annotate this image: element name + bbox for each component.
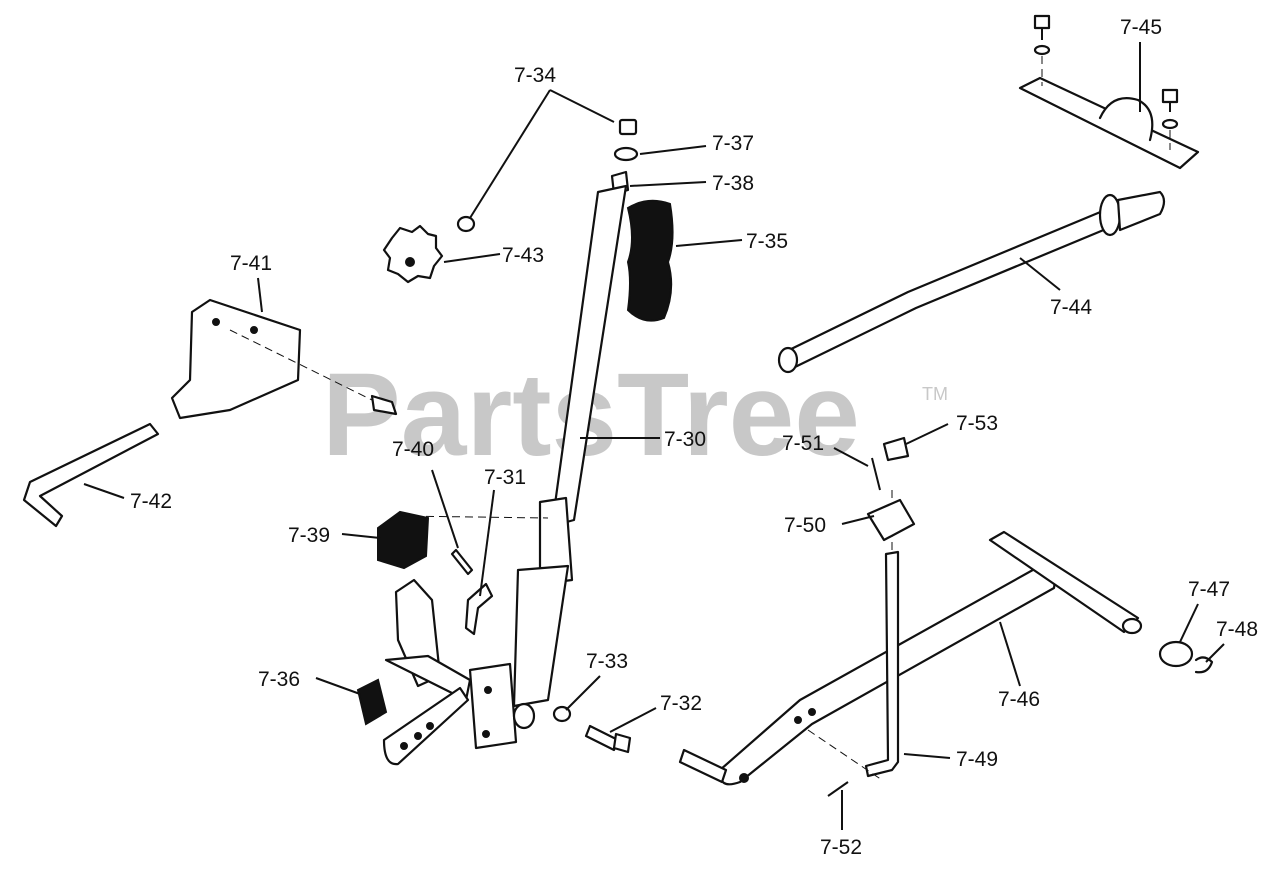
leader-lines: [83, 42, 1225, 830]
callout-7-51: 7-51: [782, 432, 824, 455]
callout-7-33: 7-33: [586, 650, 628, 673]
callout-7-44: 7-44: [1050, 296, 1092, 319]
callout-7-41: 7-41: [230, 252, 272, 275]
callout-7-52: 7-52: [820, 836, 862, 859]
callout-7-30: 7-30: [664, 428, 706, 451]
part-7-34-cap: [610, 118, 639, 196]
part-7-47-bushing: [1158, 640, 1214, 674]
callout-7-53: 7-53: [956, 412, 998, 435]
callout-7-39: 7-39: [288, 524, 330, 547]
callout-7-47: 7-47: [1188, 578, 1230, 601]
callout-7-37: 7-37: [712, 132, 754, 155]
callout-7-35: 7-35: [746, 230, 788, 253]
callout-7-45: 7-45: [1120, 16, 1162, 39]
part-7-49-rod: [807, 436, 916, 797]
part-7-43-knob: [382, 215, 476, 284]
part-7-36-spring: [356, 678, 388, 726]
part-7-41-bracket: [170, 298, 398, 420]
part-7-35-grip: [626, 199, 674, 322]
callout-7-50: 7-50: [784, 514, 826, 537]
callout-7-46: 7-46: [998, 688, 1040, 711]
callout-7-36: 7-36: [258, 668, 300, 691]
part-7-42-rod: [22, 422, 160, 528]
callout-7-43: 7-43: [502, 244, 544, 267]
callout-7-31: 7-31: [484, 466, 526, 489]
watermark-trademark: TM: [922, 384, 948, 404]
part-7-39-block: [377, 510, 549, 636]
part-7-30-lever: [468, 184, 628, 750]
callout-7-40: 7-40: [392, 438, 434, 461]
part-7-45-bracket: [1018, 14, 1200, 170]
part-pedal-arm: [382, 578, 472, 766]
callout-7-32: 7-32: [660, 692, 702, 715]
part-7-32-bolt: [552, 705, 632, 754]
callout-7-48: 7-48: [1216, 618, 1258, 641]
callout-7-38: 7-38: [712, 172, 754, 195]
callout-7-34: 7-34: [514, 64, 556, 87]
part-7-44-rod: [777, 190, 1166, 374]
callout-7-42: 7-42: [130, 490, 172, 513]
callout-7-49: 7-49: [956, 748, 998, 771]
part-7-46-shaft: [678, 530, 1143, 786]
